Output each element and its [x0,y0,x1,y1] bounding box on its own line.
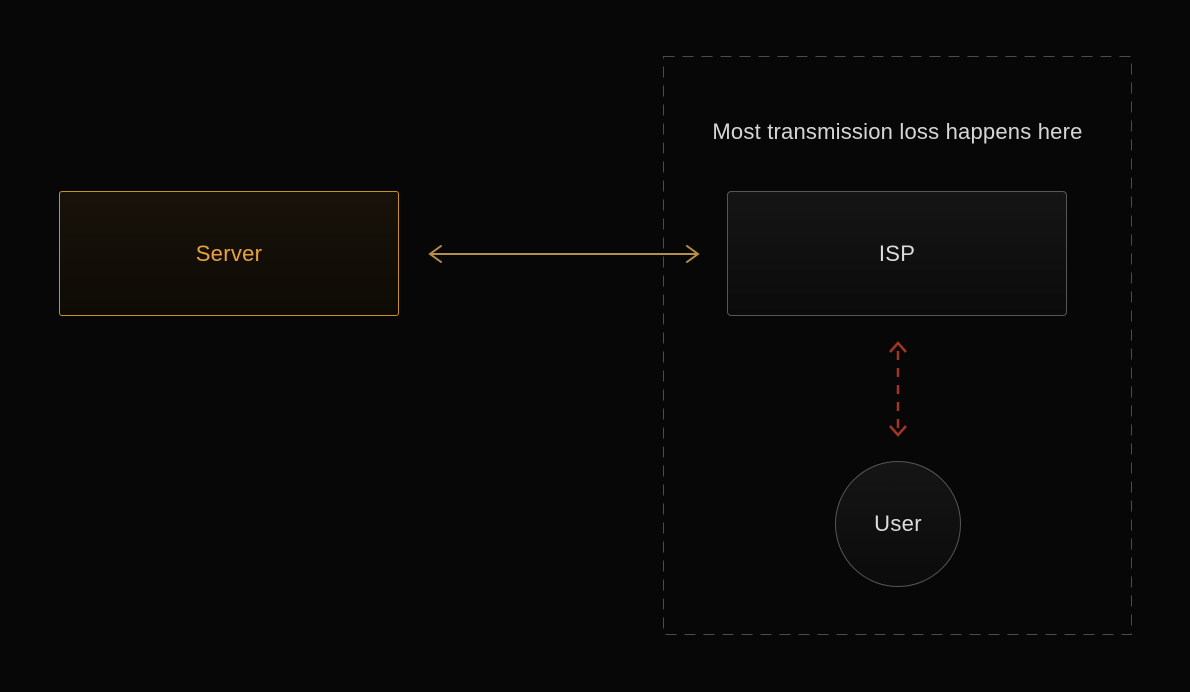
isp-user-arrow [889,341,907,437]
region-caption: Most transmission loss happens here [712,119,1083,144]
server-isp-arrow [428,245,700,263]
isp-label: ISP [878,240,916,266]
user-label: User [874,511,922,536]
server-node: Server [59,191,399,316]
isp-node: ISP [727,191,1067,316]
server-label: Server [195,240,263,266]
user-node: User [835,461,961,587]
